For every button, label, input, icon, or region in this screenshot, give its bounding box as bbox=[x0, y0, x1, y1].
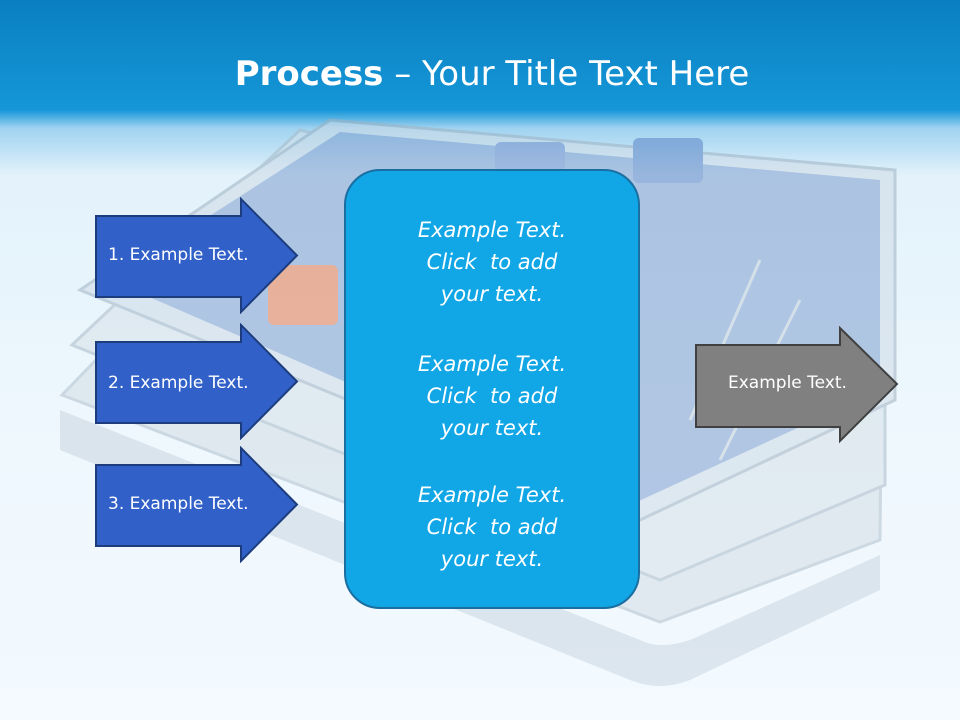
center-text-block-2: Example Text. Click to add your text. bbox=[346, 348, 638, 444]
center-block-1-line-1: Example Text. bbox=[417, 218, 567, 242]
title-bold: Process bbox=[234, 54, 384, 94]
left-arrow-3-label: 3. Example Text. bbox=[108, 494, 249, 514]
center-block-2-line-1: Example Text. bbox=[417, 352, 567, 376]
center-text-block-1: Example Text. Click to add your text. bbox=[346, 214, 638, 310]
title-rest: – Your Title Text Here bbox=[383, 54, 750, 94]
center-text-box[interactable]: Example Text. Click to add your text. Ex… bbox=[344, 169, 640, 609]
left-arrow-2-label: 2. Example Text. bbox=[108, 373, 249, 393]
right-arrow bbox=[695, 326, 899, 444]
right-arrow-label: Example Text. bbox=[728, 373, 847, 393]
center-block-1-line-3: your text. bbox=[440, 282, 544, 306]
left-arrow-1 bbox=[95, 197, 299, 314]
left-arrow-2 bbox=[95, 323, 299, 440]
center-block-2-line-3: your text. bbox=[440, 416, 544, 440]
center-block-3-line-2: Click to add bbox=[426, 515, 558, 539]
center-text-block-3: Example Text. Click to add your text. bbox=[346, 479, 638, 575]
center-block-2-line-2: Click to add bbox=[426, 384, 558, 408]
center-block-1-line-2: Click to add bbox=[426, 250, 558, 274]
center-block-3-line-1: Example Text. bbox=[417, 483, 567, 507]
center-block-3-line-3: your text. bbox=[440, 547, 544, 571]
slide-title: Process – Your Title Text Here bbox=[0, 52, 960, 96]
left-arrow-1-label: 1. Example Text. bbox=[108, 245, 249, 265]
left-arrow-3 bbox=[95, 446, 299, 563]
